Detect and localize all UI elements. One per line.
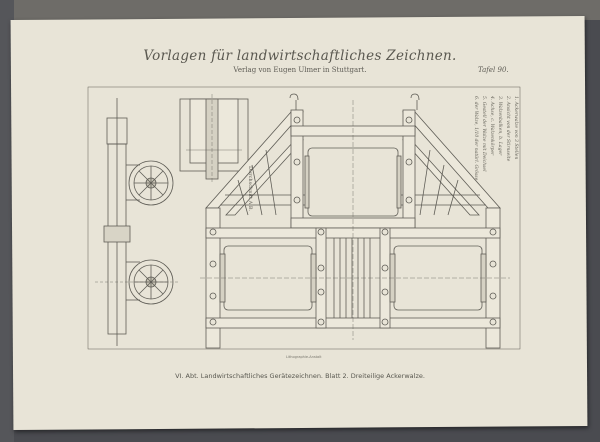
publisher-line: Verlag von Eugen Ulmer in Stuttgart.: [233, 66, 367, 74]
side-elevation: [95, 98, 180, 346]
legend-item: 1. Ackerwalze von 3 Stellen: [513, 96, 518, 160]
legend-item: 6. der Walze, 1/10 der natürl. Grösse: [473, 96, 478, 181]
engraver-credit: Lithographie-Anstalt: [286, 355, 322, 359]
sheet-title: Vorlagen für landwirtschaftliches Zeichn…: [143, 48, 457, 64]
drawing-frame: [87, 86, 521, 350]
legend-item: 3. Walzenbalken, b. Lager: [497, 96, 502, 156]
legend-item: 5. Gestell der Walze mit Deichsel: [481, 96, 486, 172]
section-label: Durchschnitt A B.: [247, 166, 253, 212]
plate-number: Tafel 90.: [478, 66, 509, 74]
plan-view: [200, 93, 510, 349]
legend: 1. Ackerwalze von 3 Stellen 2. Ansicht v…: [458, 96, 518, 246]
background-top: [0, 0, 600, 20]
background-left: [0, 0, 14, 442]
cross-section-ab: [179, 94, 249, 184]
legend-item: 4. Achse, c. Walzenkörper: [489, 96, 494, 156]
sheet-caption: VI. Abt. Landwirtschaftliches Gerätezeic…: [175, 372, 425, 380]
legend-item: 2. Ansicht von der Stirnseite: [505, 96, 510, 162]
